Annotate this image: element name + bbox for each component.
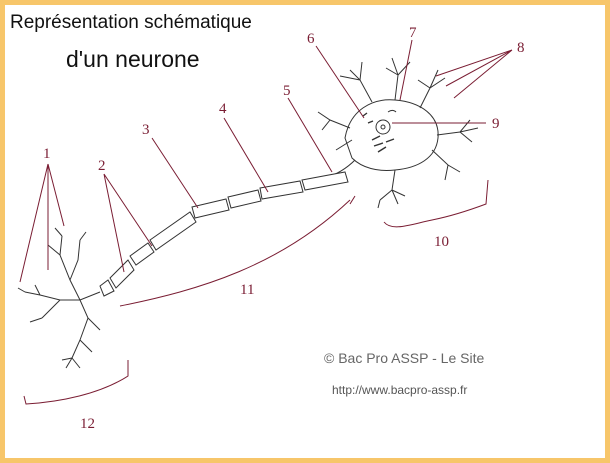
- brace-11: [120, 196, 355, 306]
- label-1: 1: [43, 146, 51, 162]
- copyright-credit: © Bac Pro ASSP - Le Site: [324, 350, 484, 366]
- label-4: 4: [219, 101, 227, 117]
- label-6: 6: [307, 31, 315, 47]
- label-11: 11: [240, 282, 254, 298]
- website-url: http://www.bacpro-assp.fr: [332, 383, 467, 397]
- axon-terminal: [18, 236, 100, 358]
- label-9: 9: [492, 116, 500, 132]
- label-2: 2: [98, 158, 106, 174]
- label-10: 10: [434, 234, 449, 250]
- neuron-drawing: [18, 58, 478, 368]
- dendrites-right: [432, 120, 478, 180]
- label-5: 5: [283, 83, 291, 99]
- label-3: 3: [142, 122, 150, 138]
- brace-10: [384, 180, 488, 227]
- brace-12: [24, 360, 128, 404]
- label-12: 12: [80, 416, 95, 432]
- label-7: 7: [409, 25, 417, 41]
- label-8: 8: [517, 40, 525, 56]
- dendrites-bottom: [378, 170, 405, 208]
